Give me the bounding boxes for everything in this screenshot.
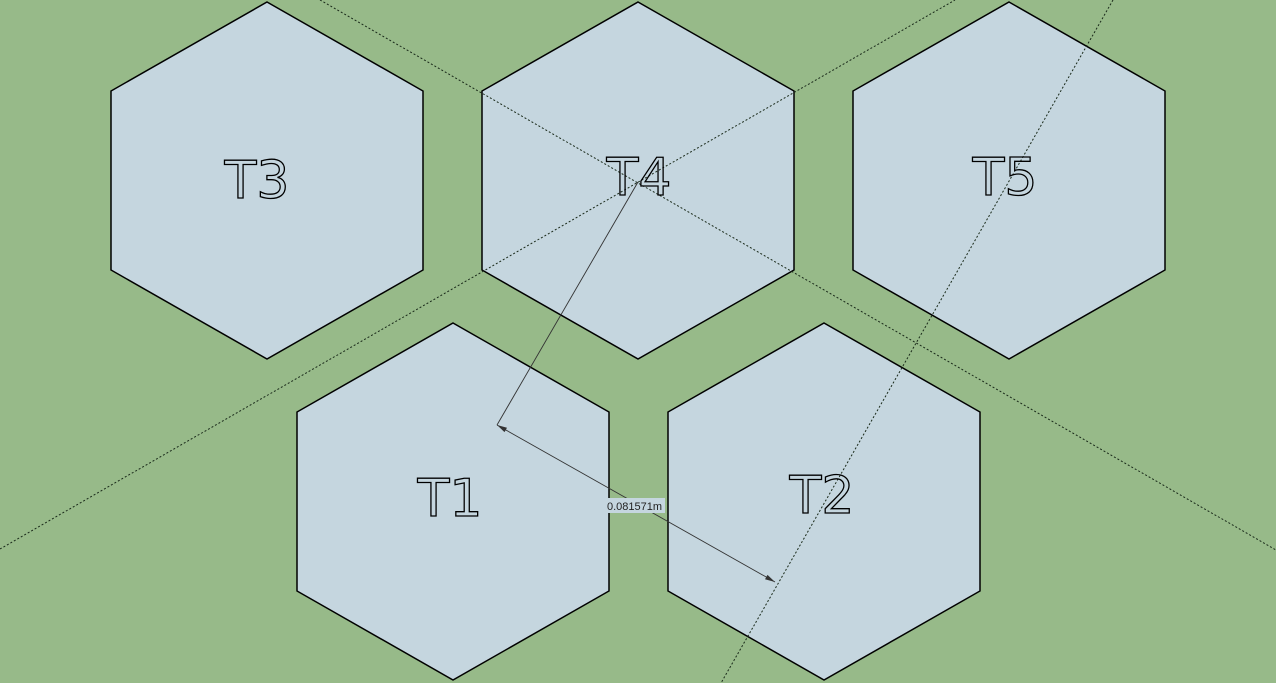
hex-tile-t3[interactable]: [110, 1, 424, 360]
dimension-annotation[interactable]: 0.081571m: [496, 181, 776, 583]
tile-label-t1: T1: [417, 469, 483, 529]
hex-tile-t2[interactable]: [667, 322, 981, 681]
hex-tile-t1[interactable]: [296, 322, 610, 681]
hex-tile-t4[interactable]: [481, 1, 795, 360]
dimension-label-background: [606, 498, 665, 513]
tile-label-t4: T4: [606, 148, 672, 208]
tile-label-t2: T2: [789, 466, 855, 526]
dimension-label[interactable]: 0.081571m: [607, 501, 662, 513]
guide-line-steep[interactable]: [720, 0, 1114, 683]
guide-line-ascending[interactable]: [0, 0, 956, 550]
dimension-arrow-start-icon: [497, 425, 507, 433]
tile-label-t5: T5: [972, 148, 1038, 208]
dimension-arrow-end-icon: [765, 574, 775, 582]
tile-label-t3: T3: [224, 151, 290, 211]
dimension-leader-line: [496, 181, 639, 426]
